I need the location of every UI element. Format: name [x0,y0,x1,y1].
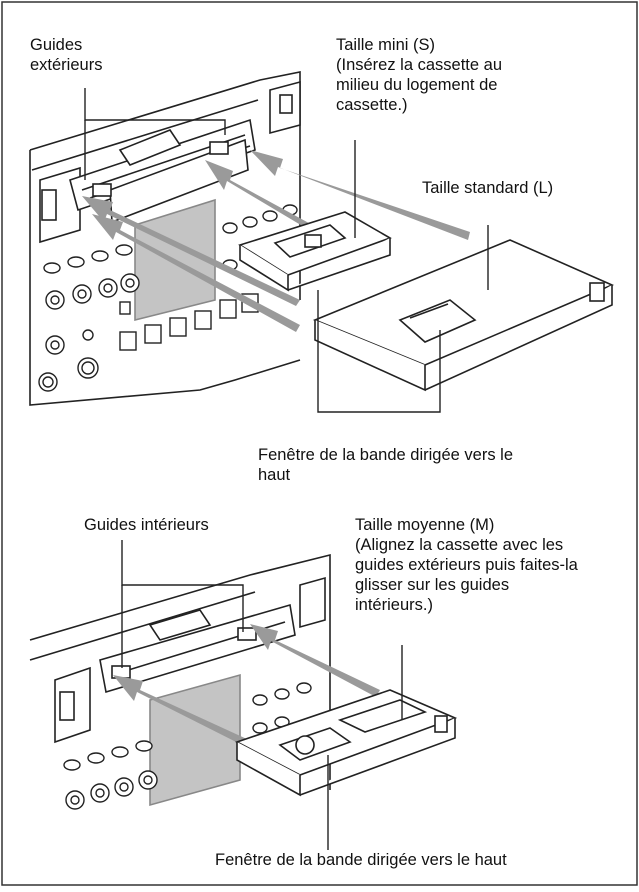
inner-guide-right [237,627,257,641]
medium-line-5: intérieurs.) [355,596,433,614]
medium-cassette [234,689,458,797]
outer-guides-line-1: Guides [30,36,83,54]
medium-line-4: glisser sur les guides [355,576,510,594]
top-leader-lines [84,88,489,413]
top-window-line-1: Fenêtre de la bande dirigée vers le [258,446,513,464]
medium-line-2: (Alignez la cassette avec les [355,536,564,554]
outer-guide-right [209,141,229,155]
mini-line-3: milieu du logement de [336,76,498,94]
medium-size-label: Taille moyenne (M) (Alignez la cassette … [355,515,578,615]
display-panel-bottom [149,673,241,807]
outer-guide-left [92,183,112,197]
top-window-label: Fenêtre de la bande dirigée vers le haut [258,445,513,485]
standard-size-label: Taille standard (L) [422,179,554,197]
mini-line-4: cassette.) [336,96,408,114]
bottom-leader-lines [121,540,403,850]
outer-guides-line-2: extérieurs [30,56,103,74]
inner-guides-label: Guides intérieurs [84,516,209,534]
medium-line-1: Taille moyenne (M) [355,516,495,534]
mini-line-1: Taille mini (S) [336,36,436,54]
top-deck-illustration [29,71,301,406]
outer-guides-label: Guides extérieurs [30,35,102,75]
power-switch [41,189,57,221]
top-window-line-2: haut [258,466,291,484]
bottom-window-label: Fenêtre de la bande dirigée vers le haut [215,851,507,869]
mini-line-2: (Insérez la cassette au [336,56,502,74]
bottom-insert-arrows [113,624,380,752]
standard-cassette [312,239,615,392]
mini-cassette [238,211,392,292]
mini-size-label: Taille mini (S) (Insérez la cassette au … [336,35,502,115]
medium-line-3: guides extérieurs puis faites-la [355,556,578,574]
